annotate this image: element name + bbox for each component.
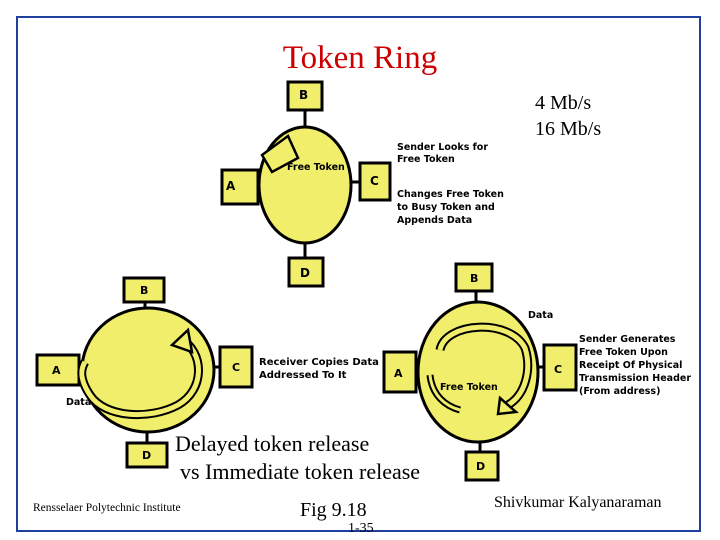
receiver-line1: Receiver Copies Data xyxy=(259,357,379,368)
changes-line3: Appends Data xyxy=(397,215,472,226)
changes-line2: to Busy Token and xyxy=(397,202,495,213)
station-d-box xyxy=(464,450,500,482)
footer-institute: Rensselaer Polytechnic Institute xyxy=(33,502,181,514)
diagram-bottom-left: B A C D Receiver Copies Data Addressed T… xyxy=(35,276,379,469)
station-b-label: B xyxy=(140,284,148,297)
station-a-label: A xyxy=(52,364,61,377)
ring-top xyxy=(257,125,353,245)
free-token-label: Free Token xyxy=(440,382,498,393)
station-c-label: C xyxy=(232,361,240,374)
footer-author: Shivkumar Kalyanaraman xyxy=(494,494,662,511)
station-d-label: D xyxy=(142,449,151,462)
sender-generates-line3: Receipt Of Physical xyxy=(579,360,682,371)
station-c-label: C xyxy=(370,174,379,188)
data-label: Data xyxy=(528,310,553,321)
station-a-label: A xyxy=(394,367,403,380)
receiver-line2: Addressed To It xyxy=(259,370,347,381)
sender-generates-line1: Sender Generates xyxy=(579,334,676,345)
caption-line2: vs Immediate token release xyxy=(180,459,421,484)
speed-16mbps: 16 Mb/s xyxy=(535,118,602,140)
sender-looks-line1: Sender Looks for xyxy=(397,142,488,153)
free-token-shape xyxy=(260,134,300,174)
caption-line1: Delayed token release xyxy=(175,431,370,456)
footer-figure: Fig 9.18 xyxy=(300,499,367,521)
station-c-label: C xyxy=(554,363,562,376)
diagram-bottom-right: B A C D Data Free Token Sender Generates… xyxy=(382,262,691,482)
slide-title: Token Ring xyxy=(282,40,438,76)
station-b-label: B xyxy=(299,88,308,102)
sender-generates-line4: Transmission Header xyxy=(579,373,691,384)
changes-line1: Changes Free Token xyxy=(397,189,504,200)
station-b-box xyxy=(122,276,166,304)
sender-generates-line2: Free Token Upon xyxy=(579,347,668,358)
free-token-label: Free Token xyxy=(287,162,345,173)
station-d-label: D xyxy=(300,266,310,280)
station-a-label: A xyxy=(226,179,236,193)
speed-4mbps: 4 Mb/s xyxy=(535,92,592,114)
station-c-box xyxy=(542,343,578,392)
station-a-box xyxy=(220,168,260,206)
sender-looks-line2: Free Token xyxy=(397,154,455,165)
sender-generates-line5: (From address) xyxy=(579,386,660,397)
station-b-box xyxy=(454,262,494,293)
station-b-label: B xyxy=(470,272,478,285)
diagram-top: B A C D Free Token Sender Looks for Free… xyxy=(220,80,504,288)
station-d-label: D xyxy=(476,460,485,473)
data-label: Data xyxy=(66,397,91,408)
slide-frame xyxy=(16,16,701,532)
footer-page-number: 1-35 xyxy=(348,521,374,536)
station-a-box xyxy=(382,350,418,394)
